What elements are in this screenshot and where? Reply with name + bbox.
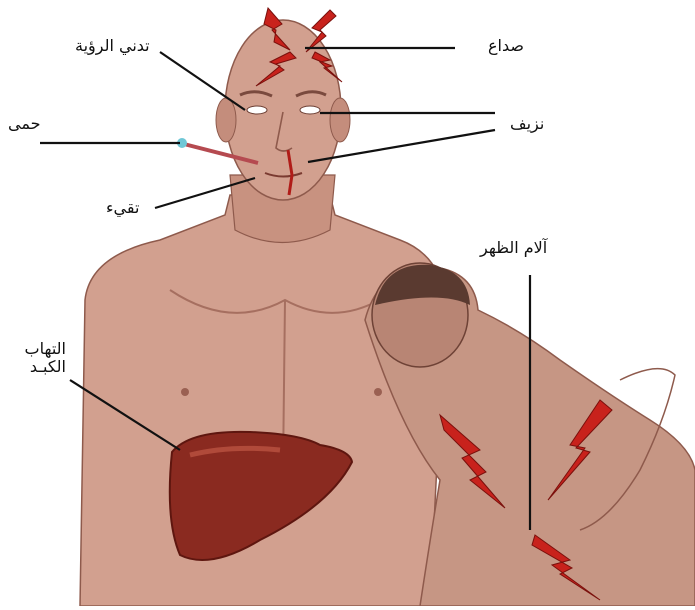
right-nipple	[374, 388, 382, 396]
left-ear	[216, 98, 236, 142]
label-vomiting: تقيء	[106, 200, 139, 216]
label-fever: حمى	[8, 116, 40, 132]
right-ear	[330, 98, 350, 142]
label-headache: صداع	[488, 38, 524, 54]
right-eye	[300, 106, 320, 114]
torso	[80, 195, 445, 606]
left-nipple	[181, 388, 189, 396]
label-hepatitis-line1: التهاب	[6, 340, 66, 358]
left-eye	[247, 106, 267, 114]
label-blurred-vision: تدني الرؤية	[75, 38, 150, 54]
label-hepatitis: التهاب الكبـد	[6, 340, 66, 377]
label-hepatitis-line2: الكبـد	[6, 358, 66, 376]
label-back-pain: آلام الظهر	[480, 240, 547, 256]
label-bleeding: نزيف	[510, 116, 544, 132]
